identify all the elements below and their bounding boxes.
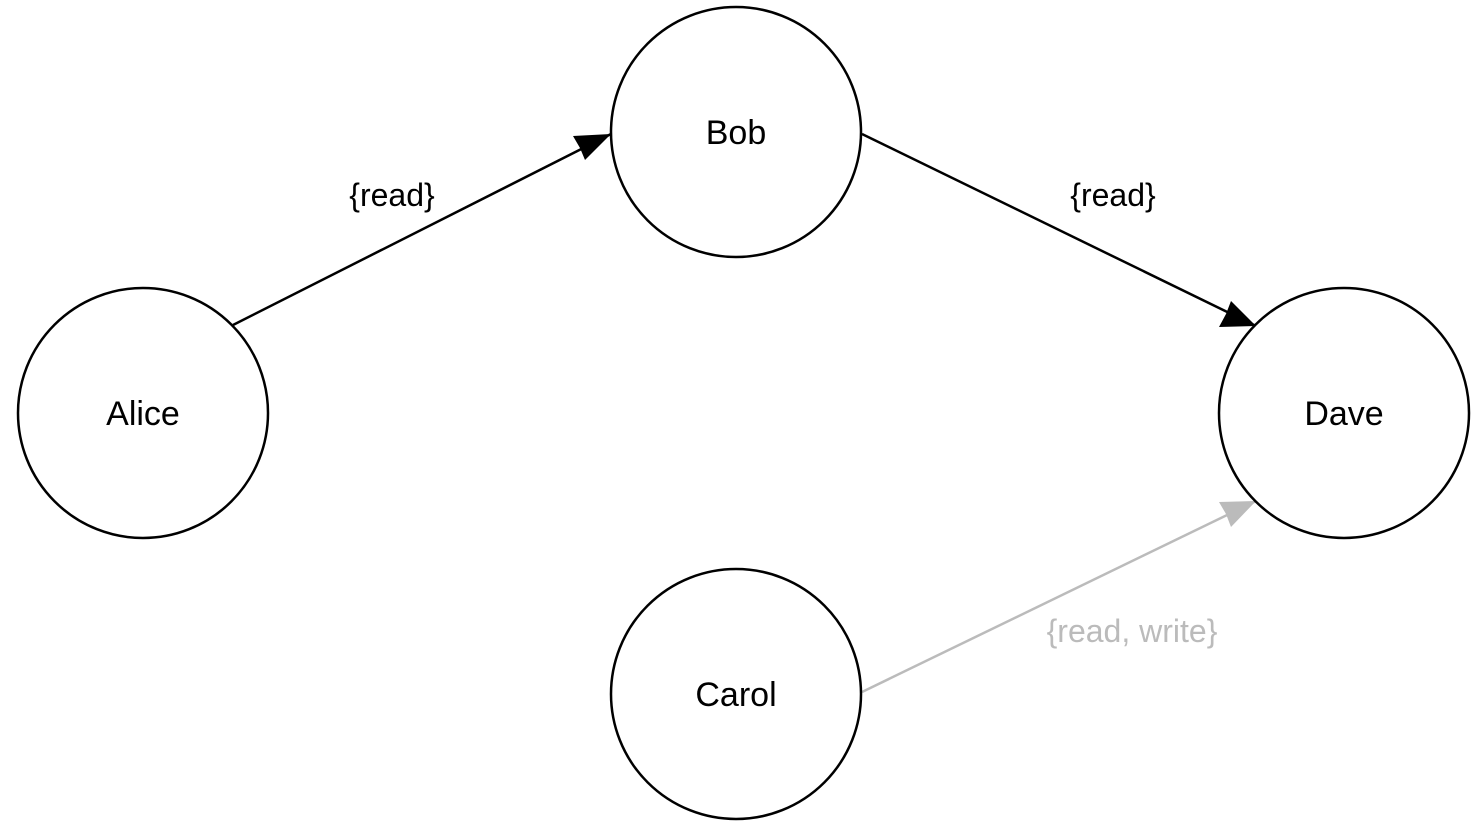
node-label: Bob bbox=[706, 114, 767, 152]
arrowhead-icon bbox=[573, 134, 611, 160]
node-label: Dave bbox=[1304, 395, 1383, 433]
edge-line bbox=[232, 132, 612, 327]
edge-label: {read} bbox=[1070, 177, 1156, 213]
node-circle bbox=[16, 286, 270, 540]
node-circle bbox=[1217, 286, 1471, 540]
node-label: Carol bbox=[695, 676, 776, 714]
edge-line bbox=[861, 499, 1257, 694]
edge-label: {read, write} bbox=[1047, 613, 1218, 649]
node-label: Alice bbox=[106, 395, 180, 433]
edge-carol-dave: {read, write} bbox=[861, 499, 1257, 694]
node-dave: Dave bbox=[1217, 286, 1471, 540]
edge-line bbox=[861, 132, 1257, 328]
node-circle bbox=[609, 5, 863, 259]
node-alice: Alice bbox=[16, 286, 270, 540]
node-carol: Carol bbox=[609, 567, 863, 821]
node-circle bbox=[609, 567, 863, 821]
edge-label: {read} bbox=[349, 177, 435, 213]
node-bob: Bob bbox=[609, 5, 863, 259]
arrowhead-icon bbox=[1219, 501, 1256, 527]
edge-bob-dave: {read} bbox=[861, 132, 1257, 328]
edge-alice-bob: {read} bbox=[232, 132, 612, 327]
arrowhead-icon bbox=[1219, 301, 1256, 327]
